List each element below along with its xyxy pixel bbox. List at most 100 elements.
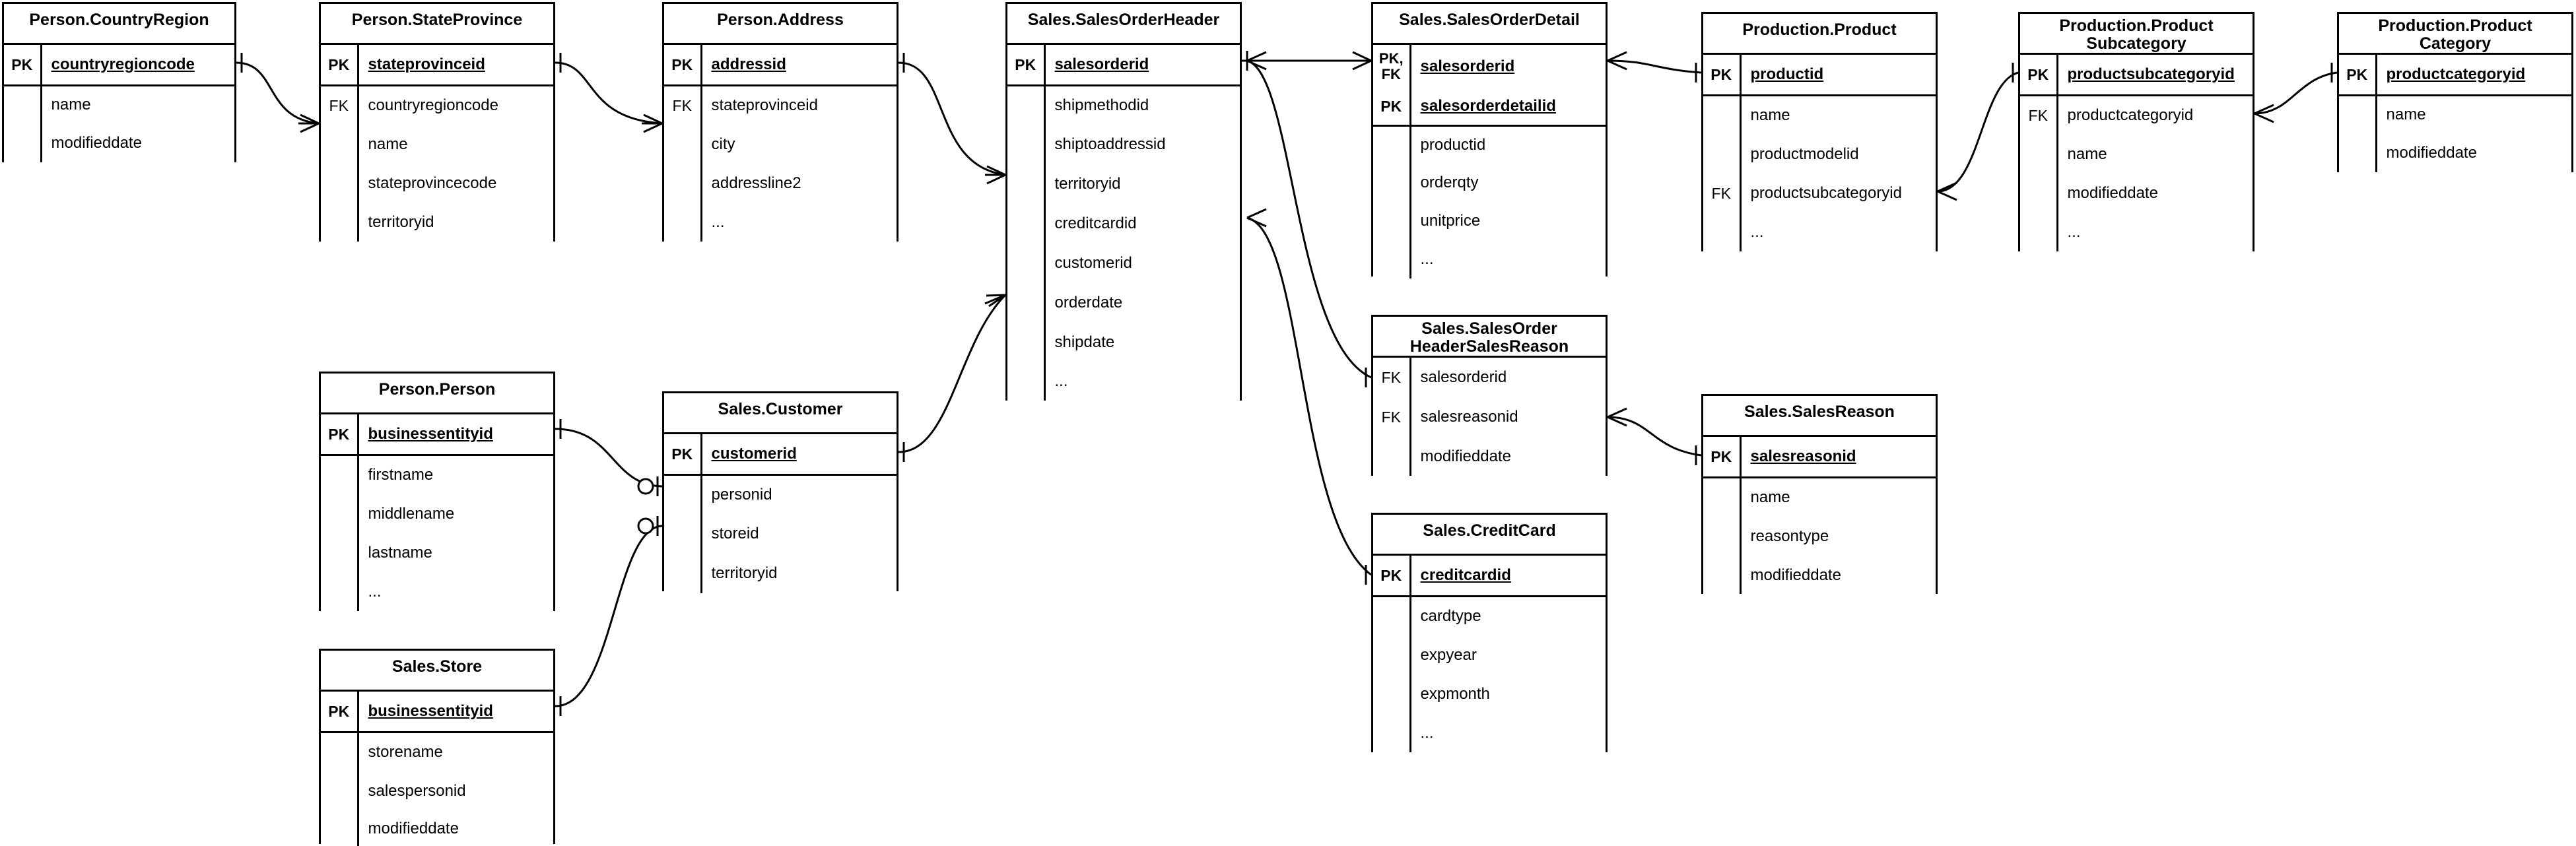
attribute-row[interactable]: ... [2020, 212, 2253, 251]
attribute-row[interactable]: name [4, 85, 234, 123]
attribute-row[interactable]: unitprice [1373, 202, 1606, 240]
key-marker [664, 474, 702, 514]
attribute-table: PK productsubcategoryid FK productcatego… [2020, 55, 2253, 251]
entity-sales-creditcard[interactable]: Sales.CreditCard PK creditcardid cardtyp… [1371, 513, 1608, 752]
key-marker: FK [1373, 358, 1411, 397]
attribute-table: PK countryregioncode name modifieddate [4, 45, 234, 162]
attribute-row[interactable]: storename [321, 732, 553, 771]
attribute-row[interactable]: addressline2 [664, 164, 897, 203]
attribute-row[interactable]: reasontype [1703, 517, 1936, 556]
entity-sales-salesreason[interactable]: Sales.SalesReason PK salesreasonid name … [1701, 394, 1938, 594]
attribute-row[interactable]: PK productid [1703, 55, 1936, 96]
attribute-name: salesorderid [1410, 45, 1606, 88]
attribute-row[interactable]: personid [664, 474, 897, 514]
attribute-row[interactable]: stateprovincecode [321, 164, 553, 203]
attribute-row[interactable]: ... [664, 203, 897, 242]
attribute-row[interactable]: productid [1373, 125, 1606, 164]
attribute-row[interactable]: modifieddate [1373, 437, 1606, 476]
entity-person-person[interactable]: Person.Person PK businessentityid firstn… [319, 372, 555, 611]
key-marker: PK [1703, 437, 1742, 478]
attribute-row[interactable]: PK salesreasonid [1703, 437, 1936, 478]
entity-sales-salesorderheader[interactable]: Sales.SalesOrderHeader PK salesorderid s… [1005, 2, 1242, 401]
attribute-row[interactable]: ... [1373, 240, 1606, 278]
attribute-row[interactable]: FK productsubcategoryid [1703, 174, 1936, 212]
entity-person-address[interactable]: Person.Address PK addressid FK stateprov… [662, 2, 898, 242]
attribute-row[interactable]: PK countryregioncode [4, 45, 234, 86]
attribute-row[interactable]: shipdate [1007, 323, 1240, 362]
attribute-row[interactable]: modifieddate [1703, 556, 1936, 594]
attribute-row[interactable]: middlename [321, 494, 553, 533]
attribute-row[interactable]: name [2020, 135, 2253, 174]
entity-sales-salesorderdetail[interactable]: Sales.SalesOrderDetail PK, FK salesorder… [1371, 2, 1608, 278]
attribute-row[interactable]: shiptoaddressid [1007, 125, 1240, 164]
key-marker [1373, 674, 1411, 713]
attribute-row[interactable]: territoryid [664, 554, 897, 593]
attribute-row[interactable]: city [664, 125, 897, 164]
attribute-name: salesorderdetailid [1410, 88, 1606, 127]
attribute-row[interactable]: PK businessentityid [321, 692, 553, 733]
attribute-name: customerid [1044, 244, 1240, 283]
attribute-row[interactable]: PK, FK salesorderid [1373, 45, 1606, 88]
attribute-row[interactable]: PK businessentityid [321, 414, 553, 456]
attribute-row[interactable]: modifieddate [321, 811, 553, 846]
attribute-row[interactable]: FK stateprovinceid [664, 85, 897, 125]
entity-sales-salesorderheadersalesreason[interactable]: Sales.SalesOrder HeaderSalesReason FK sa… [1371, 315, 1608, 476]
attribute-row[interactable]: FK salesorderid [1373, 358, 1606, 397]
entity-sales-customer[interactable]: Sales.Customer PK customerid personid st… [662, 391, 898, 593]
attribute-name: orderqty [1410, 164, 1606, 202]
attribute-row[interactable]: PK productsubcategoryid [2020, 55, 2253, 96]
entity-person-countryregion[interactable]: Person.CountryRegion PK countryregioncod… [2, 2, 236, 162]
attribute-row[interactable]: FK salesreasonid [1373, 397, 1606, 437]
attribute-row[interactable]: ... [1007, 362, 1240, 401]
attribute-row[interactable]: PK salesorderid [1007, 45, 1240, 86]
attribute-row[interactable]: ... [1703, 212, 1936, 251]
attribute-name: stateprovinceid [358, 45, 553, 86]
entity-production-productsubcategory[interactable]: Production.Product Subcategory PK produc… [2018, 12, 2254, 251]
entity-production-productcategory[interactable]: Production.Product Category PK productca… [2337, 12, 2573, 172]
key-marker: PK [1373, 88, 1411, 127]
attribute-row[interactable]: shipmethodid [1007, 85, 1240, 125]
rel-salesorderheader-reason [1246, 51, 1372, 387]
attribute-row[interactable]: territoryid [1007, 164, 1240, 204]
attribute-name: name [41, 85, 234, 123]
attribute-row[interactable]: ... [321, 572, 553, 611]
attribute-row[interactable]: PK productcategoryid [2339, 55, 2571, 96]
attribute-row[interactable]: territoryid [321, 203, 553, 242]
attribute-row[interactable]: PK salesorderdetailid [1373, 88, 1606, 127]
attribute-row[interactable]: PK addressid [664, 45, 897, 86]
entity-sales-store[interactable]: Sales.Store PK businessentityid storenam… [319, 649, 555, 846]
attribute-row[interactable]: ... [1373, 713, 1606, 752]
attribute-row[interactable]: name [2339, 95, 2571, 133]
key-marker [2020, 135, 2058, 174]
attribute-row[interactable]: modifieddate [2020, 174, 2253, 212]
attribute-row[interactable]: orderdate [1007, 283, 1240, 323]
attribute-row[interactable]: modifieddate [2339, 133, 2571, 172]
attribute-row[interactable]: PK creditcardid [1373, 556, 1606, 597]
attribute-row[interactable]: firstname [321, 455, 553, 494]
key-marker [4, 123, 42, 162]
attribute-row[interactable]: lastname [321, 533, 553, 572]
attribute-row[interactable]: name [1703, 477, 1936, 517]
attribute-row[interactable]: modifieddate [4, 123, 234, 162]
attribute-row[interactable]: cardtype [1373, 596, 1606, 635]
attribute-row[interactable]: creditcardid [1007, 204, 1240, 244]
entity-production-product[interactable]: Production.Product PK productid name pro… [1701, 12, 1938, 251]
attribute-row[interactable]: storeid [664, 514, 897, 554]
attribute-row[interactable]: orderqty [1373, 164, 1606, 202]
attribute-row[interactable]: expyear [1373, 635, 1606, 674]
attribute-row[interactable]: FK productcategoryid [2020, 95, 2253, 135]
attribute-name: countryregioncode [41, 45, 234, 86]
attribute-row[interactable]: expmonth [1373, 674, 1606, 713]
attribute-name: firstname [358, 455, 553, 494]
entity-person-stateprovince[interactable]: Person.StateProvince PK stateprovinceid … [319, 2, 555, 242]
attribute-row[interactable]: FK countryregioncode [321, 85, 553, 125]
attribute-row[interactable]: PK customerid [664, 434, 897, 476]
attribute-row[interactable]: PK stateprovinceid [321, 45, 553, 86]
attribute-row[interactable]: name [1703, 95, 1936, 135]
attribute-name: productsubcategoryid [2057, 55, 2253, 96]
attribute-row[interactable]: customerid [1007, 244, 1240, 283]
attribute-row[interactable]: productmodelid [1703, 135, 1936, 174]
entity-title: Person.StateProvince [321, 4, 553, 45]
attribute-row[interactable]: name [321, 125, 553, 164]
attribute-row[interactable]: salespersonid [321, 771, 553, 811]
